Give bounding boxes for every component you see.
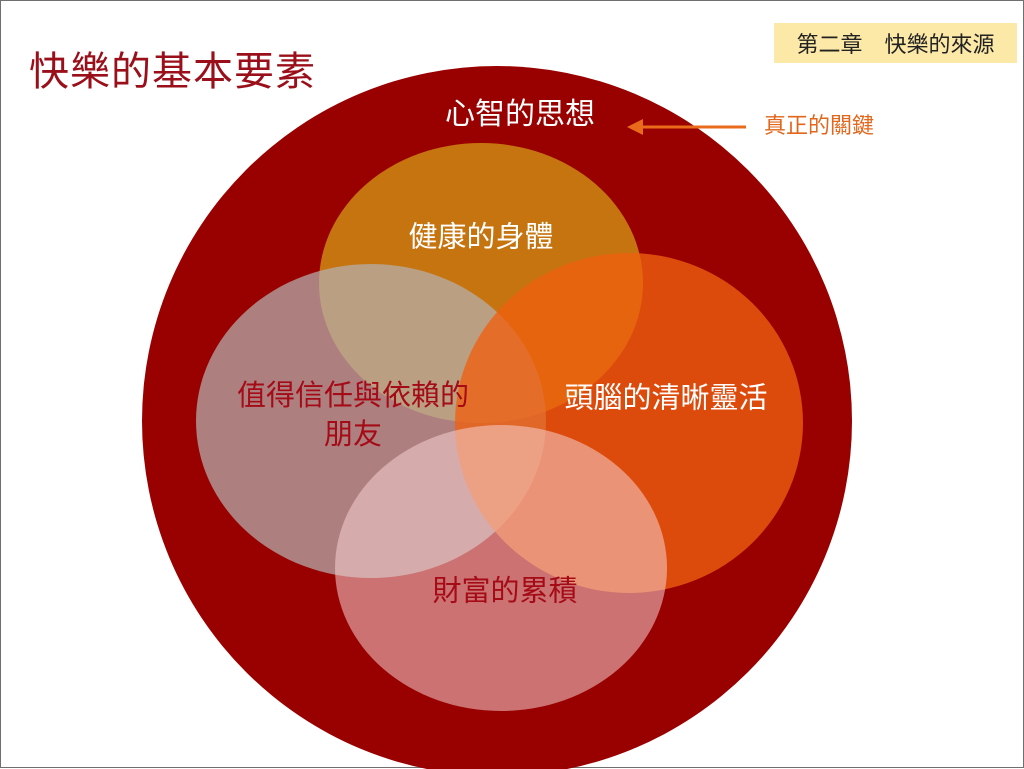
chapter-badge: 第二章 快樂的來源 (774, 23, 1017, 63)
label-friends-text: 值得信任與依賴的朋友 (236, 377, 469, 451)
callout-arrow-head (627, 119, 643, 135)
callout-label: 真正的關鍵 (763, 114, 875, 140)
outer-label-mind: 心智的思想 (445, 96, 595, 132)
label-friends: 值得信任與依賴的朋友 (231, 376, 476, 454)
label-wealth: 財富的累積 (432, 573, 578, 608)
slide-title: 快樂的基本要素 (29, 49, 316, 95)
circle-wealth (335, 425, 667, 711)
label-health: 健康的身體 (408, 219, 554, 254)
label-clarity: 頭腦的清晰靈活 (564, 380, 768, 415)
